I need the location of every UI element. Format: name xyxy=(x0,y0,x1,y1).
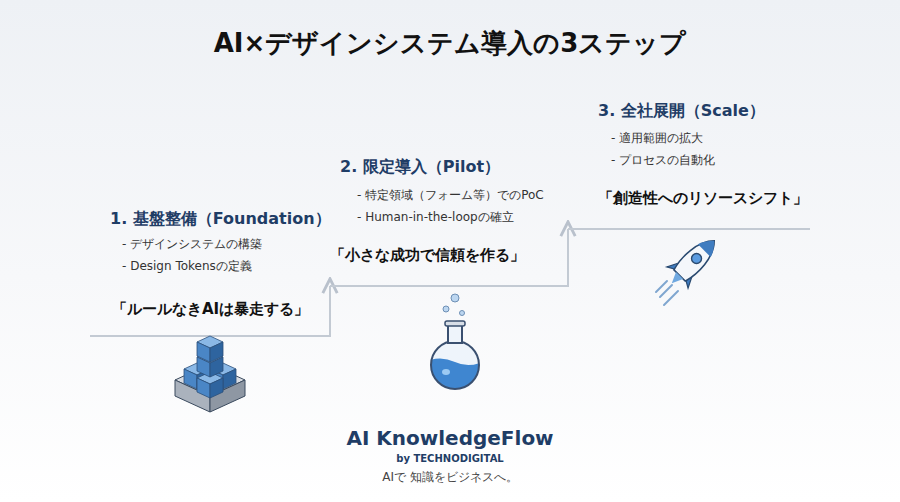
step-bullet: - 適用範囲の拡大 xyxy=(611,131,703,145)
step-quote: 「ルールなきAIは暴走する」 xyxy=(112,300,309,318)
brand-tagline: AIで 知識をビジネスへ。 xyxy=(382,470,518,484)
step-quote: 「小さな成功で信頼を作る」 xyxy=(330,246,525,264)
brand-byline: by TECHNODIGITAL xyxy=(396,453,504,465)
step-bullet: - Design Tokensの定義 xyxy=(122,259,252,273)
staircase-line xyxy=(90,229,810,336)
flask-icon xyxy=(425,294,486,395)
step-bullet: - デザインシステムの構築 xyxy=(122,237,262,251)
step-bullet: - 特定領域（フォーム等）でのPoC xyxy=(357,188,544,202)
blocks-icon xyxy=(175,336,245,412)
step-bullet: - プロセスの自動化 xyxy=(611,153,715,167)
title: AI×デザインシステム導入の3ステップ xyxy=(0,28,900,59)
step-heading: 2. 限定導入（Pilot） xyxy=(340,157,500,176)
brand-name: AI KnowledgeFlow xyxy=(346,426,553,450)
rocket-icon xyxy=(656,230,725,305)
step-heading: 1. 基盤整備（Foundation） xyxy=(110,209,331,228)
step-bullet: - Human-in-the-loopの確立 xyxy=(357,210,514,224)
step-quote: 「創造性へのリソースシフト」 xyxy=(598,189,808,207)
step-heading: 3. 全社展開（Scale） xyxy=(598,101,765,120)
